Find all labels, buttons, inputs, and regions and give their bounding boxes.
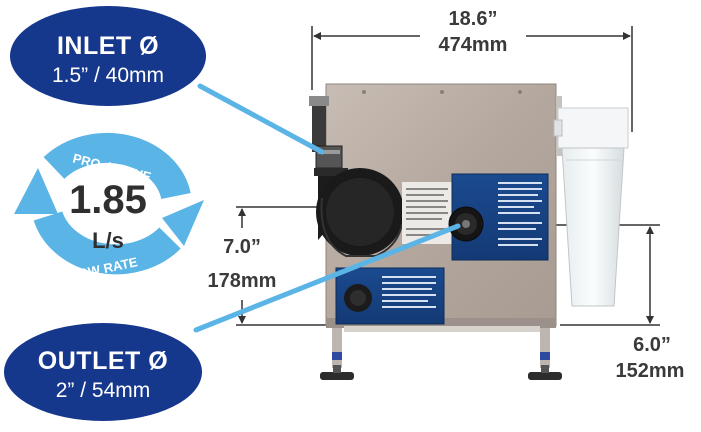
outlet-size: 2” / 54mm xyxy=(55,379,151,402)
outlet-pointer xyxy=(193,223,461,333)
width-inches: 18.6” xyxy=(448,8,498,30)
pump-housing xyxy=(316,168,404,257)
product-label xyxy=(402,182,452,244)
flow-rate-arrows xyxy=(14,132,204,275)
inlet-title: INLET Ø xyxy=(56,32,160,60)
outlet-control-panel xyxy=(448,173,549,261)
inlet-height-inches: 7.0” xyxy=(223,236,261,258)
outlet-height-inches: 6.0” xyxy=(633,334,671,356)
outlet-height-mm: 152mm xyxy=(615,360,685,382)
flow-rate-value: 1.85 xyxy=(69,178,147,222)
width-mm: 474mm xyxy=(438,34,508,56)
inlet-height-mm: 178mm xyxy=(207,270,277,292)
inlet-pointer xyxy=(197,83,325,155)
flow-rate-unit: L/s xyxy=(92,228,124,253)
outlet-title: OUTLET Ø xyxy=(37,347,169,375)
outlet-size-bubble: OUTLET Ø 2” / 54mm xyxy=(4,323,202,421)
inlet-size: 1.5” / 40mm xyxy=(51,64,165,87)
inlet-size-bubble: INLET Ø 1.5” / 40mm xyxy=(10,6,206,106)
unit-legs xyxy=(320,328,562,380)
bottom-inlet-panel xyxy=(335,267,445,325)
sediment-tank xyxy=(553,107,629,307)
width-dimension-line xyxy=(311,26,633,132)
